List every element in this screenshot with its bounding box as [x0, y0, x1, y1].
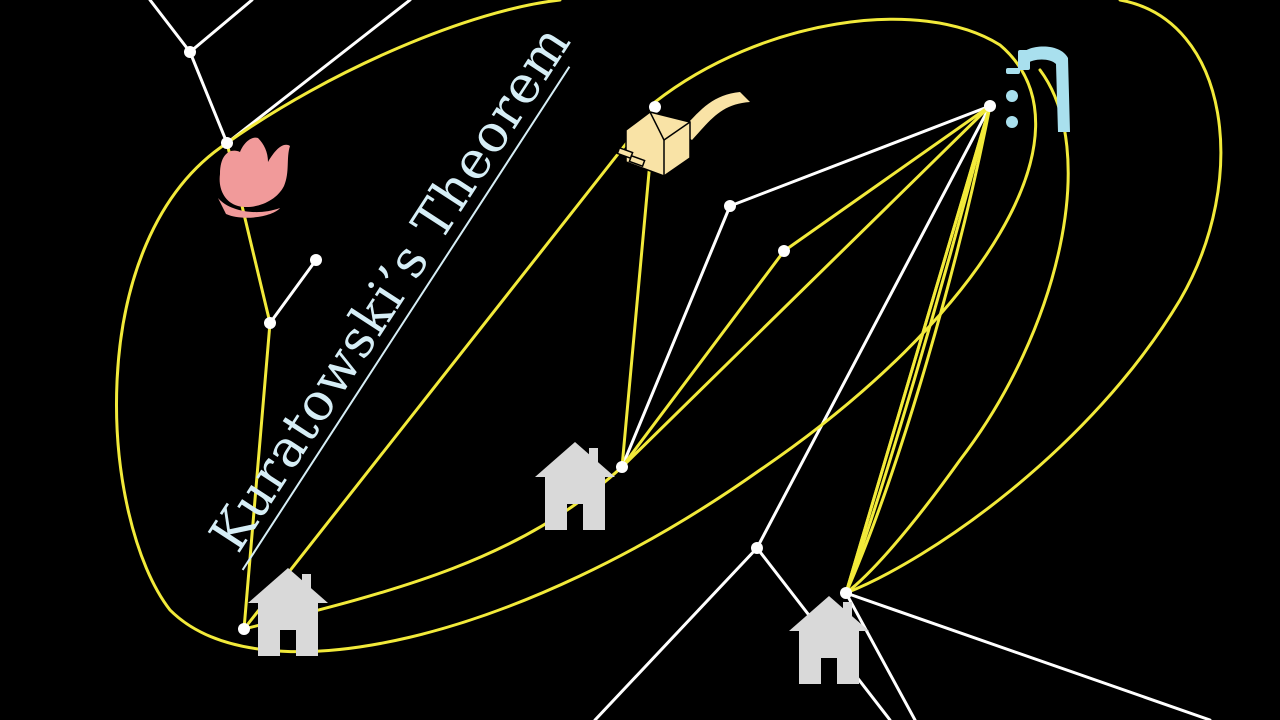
- vertex: [616, 461, 628, 473]
- yellow-edge: [844, 104, 992, 595]
- white-edge: [593, 546, 759, 720]
- vertex: [840, 587, 852, 599]
- page-title: Kuratowski’s Theorem: [199, 15, 583, 562]
- white-edge: [844, 591, 1212, 720]
- white-edge: [188, 50, 229, 145]
- yellow-edge: [844, 68, 1070, 595]
- title-underline: [241, 66, 571, 571]
- white-edge: [225, 0, 412, 145]
- white-edge: [755, 104, 992, 550]
- white-edge: [620, 204, 732, 469]
- yellow-edge: [225, 0, 562, 145]
- house-icon: [535, 442, 615, 530]
- white-edge: [148, 0, 192, 54]
- white-edge: [268, 258, 318, 325]
- yellow-edge: [844, 104, 992, 595]
- vertex: [264, 317, 276, 329]
- white-edges: [148, 0, 1212, 720]
- white-edge: [844, 591, 917, 720]
- yellow-edge: [242, 105, 657, 631]
- vertex: [984, 100, 996, 112]
- yellow-edges: [115, 0, 1223, 654]
- house-icon: [248, 568, 328, 656]
- yellow-edge: [620, 104, 992, 469]
- yellow-edge: [844, 0, 1223, 595]
- vertex: [778, 245, 790, 257]
- fire-icon: [218, 137, 290, 218]
- vertex: [649, 101, 661, 113]
- water-faucet-icon: [1006, 46, 1070, 132]
- electric-plug-icon: [616, 92, 750, 177]
- vertices: [184, 46, 996, 635]
- vertex: [221, 137, 233, 149]
- vertex: [184, 46, 196, 58]
- house-icon: [789, 596, 869, 684]
- yellow-edge: [115, 17, 1038, 654]
- white-edge: [188, 0, 254, 54]
- white-edge: [728, 104, 992, 208]
- vertex: [751, 542, 763, 554]
- vertex: [238, 623, 250, 635]
- vertex: [310, 254, 322, 266]
- yellow-edge: [844, 104, 992, 595]
- vertex: [724, 200, 736, 212]
- title-group: Kuratowski’s Theorem: [199, 15, 583, 571]
